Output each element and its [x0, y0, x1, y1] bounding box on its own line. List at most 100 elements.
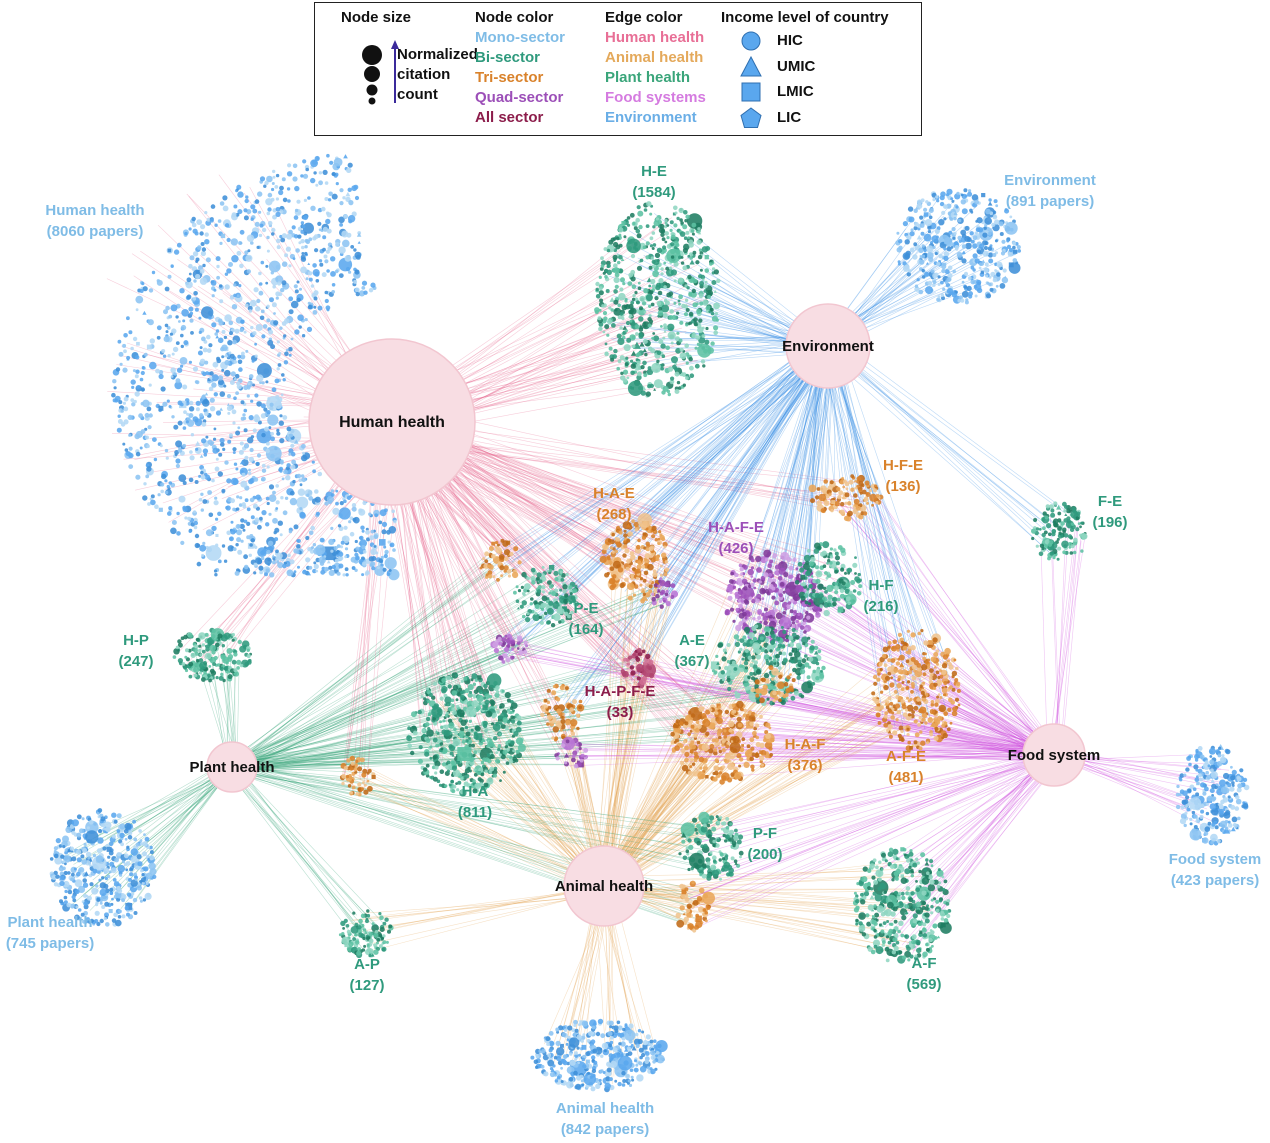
paper-node [331, 171, 336, 177]
paper-node [214, 332, 218, 336]
paper-node [318, 228, 322, 232]
paper-node [301, 224, 306, 229]
paper-node [644, 1051, 650, 1056]
paper-node [638, 333, 644, 339]
paper-node [55, 874, 60, 879]
paper-node-lmic [215, 533, 219, 537]
paper-node [670, 376, 675, 381]
paper-node [378, 558, 384, 563]
paper-node [223, 559, 228, 563]
paper-node [148, 288, 154, 293]
paper-node [212, 447, 219, 454]
paper-node [281, 177, 286, 182]
paper-node [242, 504, 247, 509]
paper-node [166, 484, 170, 489]
paper-node [685, 361, 689, 365]
paper-node [642, 1040, 649, 1046]
paper-node [177, 400, 183, 406]
paper-node [267, 414, 279, 426]
edge-line [725, 751, 1051, 764]
paper-node [652, 1060, 656, 1064]
paper-node [964, 236, 971, 242]
edge-line [827, 344, 950, 718]
edge-line [824, 342, 883, 716]
paper-node [243, 330, 247, 334]
paper-node [136, 385, 140, 389]
edge-line [662, 355, 829, 576]
paper-node [165, 330, 169, 334]
paper-node [240, 416, 245, 421]
paper-node [215, 329, 220, 333]
paper-node [638, 1061, 643, 1066]
paper-node [662, 336, 666, 340]
paper-node [296, 473, 302, 479]
paper-node [222, 195, 228, 201]
paper-node [304, 245, 308, 249]
paper-node [909, 231, 915, 237]
paper-node [967, 191, 973, 197]
paper-node [648, 284, 652, 288]
paper-node [634, 1059, 637, 1063]
paper-node [302, 159, 307, 164]
paper-node [1204, 826, 1211, 832]
paper-node [289, 490, 295, 496]
paper-node [297, 234, 302, 239]
paper-node [941, 263, 947, 270]
paper-node [581, 1083, 585, 1087]
paper-node [599, 1047, 603, 1051]
paper-node [119, 832, 125, 839]
paper-node [125, 861, 131, 866]
edge-line [600, 660, 927, 896]
paper-node [123, 396, 129, 402]
paper-node [99, 918, 104, 924]
paper-node [184, 231, 188, 236]
paper-node [590, 1039, 596, 1044]
paper-node [188, 263, 193, 269]
paper-node [585, 1051, 591, 1057]
paper-node [180, 344, 184, 349]
paper-node [556, 1047, 565, 1056]
paper-node [605, 289, 610, 293]
edge-line [641, 679, 1055, 755]
edge-line [613, 687, 924, 886]
paper-node [308, 530, 314, 536]
paper-node [267, 192, 273, 198]
paper-node [595, 294, 601, 299]
edge-line [606, 669, 789, 895]
paper-node [936, 199, 940, 203]
paper-node [192, 366, 199, 372]
paper-node [330, 526, 334, 531]
paper-node [708, 310, 712, 313]
paper-node [251, 359, 255, 363]
paper-node [331, 290, 336, 294]
paper-node [213, 569, 218, 573]
paper-node [914, 284, 919, 288]
paper-node [313, 296, 318, 301]
paper-node [1188, 797, 1202, 810]
paper-node [669, 228, 673, 232]
paper-node [175, 378, 181, 384]
paper-node [200, 474, 206, 480]
paper-node [210, 280, 217, 286]
paper-node [271, 387, 277, 393]
paper-node [604, 342, 608, 346]
paper-node [350, 245, 355, 249]
paper-node [583, 1072, 596, 1086]
paper-node [209, 406, 216, 412]
paper-node [161, 473, 167, 480]
paper-node [655, 1040, 668, 1053]
paper-node [656, 247, 663, 253]
paper-node [205, 257, 211, 263]
paper-node [661, 354, 666, 359]
paper-node [224, 359, 230, 366]
paper-node [912, 254, 918, 260]
paper-node [157, 493, 161, 497]
paper-node [130, 346, 134, 351]
paper-node [358, 536, 363, 540]
paper-node [164, 479, 168, 483]
paper-node [567, 1035, 571, 1039]
paper-node [660, 343, 666, 349]
edge-line [630, 354, 824, 682]
paper-node [335, 489, 339, 493]
paper-node [599, 1069, 603, 1074]
